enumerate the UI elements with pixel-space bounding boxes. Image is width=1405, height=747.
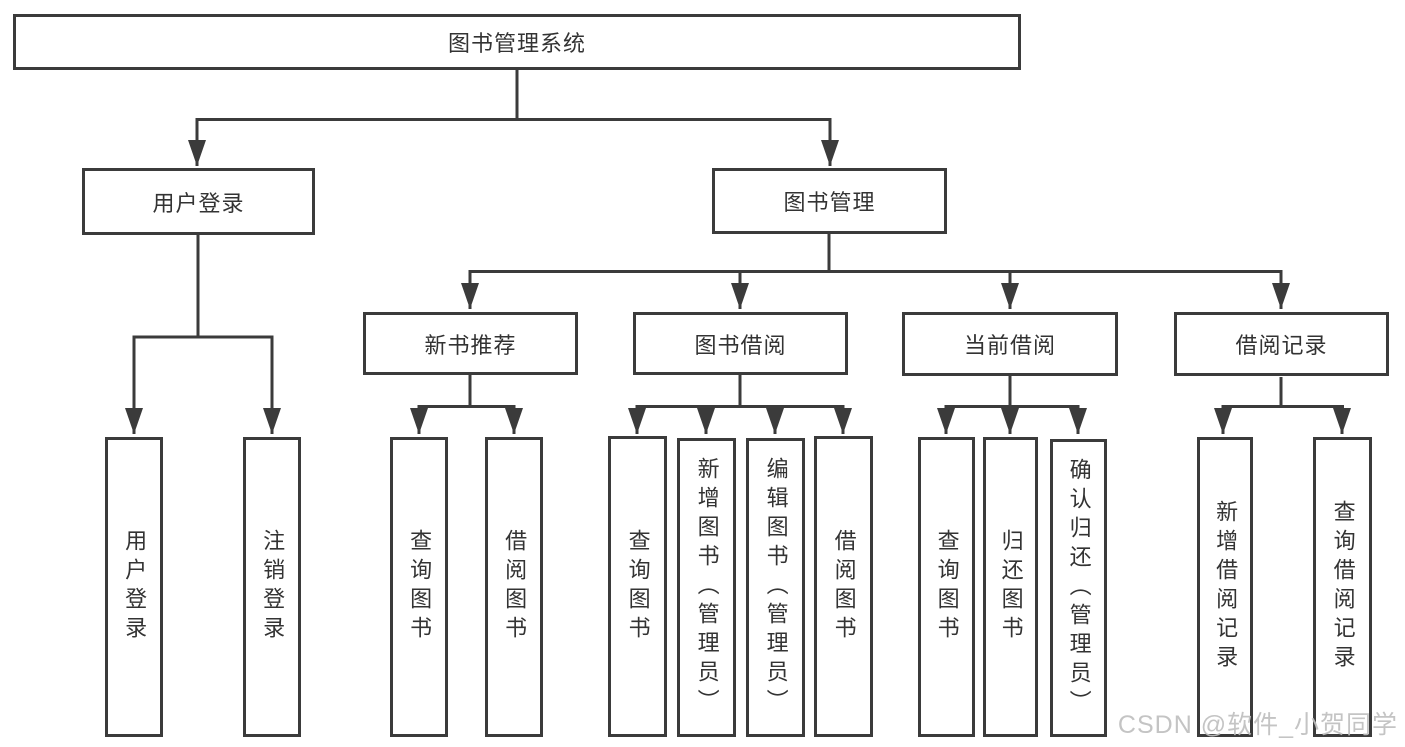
node-user-login: 用户登录: [82, 168, 315, 235]
node-root: 图书管理系统: [13, 14, 1021, 70]
leaf-edit-books-admin: 编辑图书（管理员）: [746, 438, 805, 737]
leaf-user-login: 用户登录: [105, 437, 163, 737]
leaf-confirm-return-admin: 确认归还（管理员）: [1050, 439, 1107, 737]
leaf-query-books-recommend: 查询图书: [390, 437, 448, 737]
leaf-query-books-current: 查询图书: [918, 437, 975, 737]
node-current-borrowing: 当前借阅: [902, 312, 1118, 376]
node-book-management: 图书管理: [712, 168, 947, 234]
leaf-add-books-admin: 新增图书（管理员）: [677, 438, 736, 737]
node-new-book-recommendation: 新书推荐: [363, 312, 578, 375]
leaf-query-borrow-record: 查询借阅记录: [1313, 437, 1372, 737]
node-borrowing-records: 借阅记录: [1174, 312, 1389, 376]
leaf-return-books: 归还图书: [983, 437, 1038, 737]
leaf-logout: 注销登录: [243, 437, 301, 737]
leaf-borrow-books-recommend: 借阅图书: [485, 437, 543, 737]
node-book-borrowing: 图书借阅: [633, 312, 848, 375]
leaf-query-books-borrowing: 查询图书: [608, 436, 667, 737]
leaf-borrow-books: 借阅图书: [814, 436, 873, 737]
leaf-add-borrow-record: 新增借阅记录: [1197, 437, 1253, 737]
csdn-watermark: CSDN @软件_小贺同学: [1117, 711, 1398, 739]
